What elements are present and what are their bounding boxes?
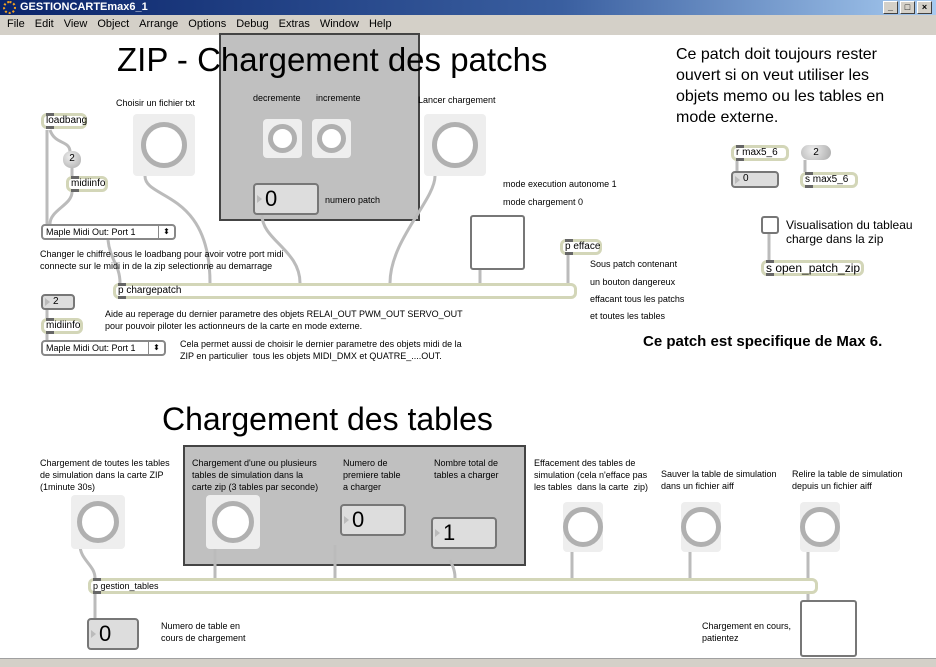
efface-note-2: un bouton dangereux (590, 277, 676, 287)
app-icon (3, 1, 16, 14)
menu-object[interactable]: Object (97, 18, 130, 30)
max-number-box[interactable]: 0 (731, 171, 779, 188)
load-some-label: Chargement d'une ou plusieurs tables de … (192, 458, 319, 492)
bang-icon (681, 507, 721, 547)
erase-tables-label: Effacement des tables de simulation (cel… (534, 458, 649, 492)
mode-toggle[interactable] (470, 215, 525, 270)
midi-port-menu-2[interactable]: Maple Midi Out: Port 1 ⬍ (41, 340, 166, 356)
read-table-label: Relire la table de simulation depuis un … (792, 469, 903, 491)
menu-file[interactable]: File (7, 18, 25, 30)
max6-specific-note: Ce patch est specifique de Max 6. (643, 333, 883, 350)
save-table-label: Sauver la table de simulation dans un fi… (661, 469, 777, 491)
load-some-button[interactable] (206, 495, 260, 549)
minimize-button[interactable]: _ (883, 1, 898, 14)
visualisation-label: Visualisation du tableau charge dans la … (786, 218, 913, 246)
updown-arrows-icon: ⬍ (158, 226, 174, 238)
bang-icon (141, 122, 187, 168)
save-table-button[interactable] (681, 502, 721, 552)
status-bar (0, 658, 936, 667)
midi-port-value-2: Maple Midi Out: Port 1 (46, 343, 136, 353)
aide-note: Aide au reperage du dernier parametre de… (105, 309, 463, 331)
section-title-patchs: ZIP - Chargement des patchs (117, 41, 548, 78)
cela-note: Cela permet aussi de choisir le dernier … (180, 339, 462, 361)
menu-options[interactable]: Options (188, 18, 227, 30)
efface-note-3: effacant tous les patchs (590, 294, 685, 304)
send-max-object[interactable]: s max5_6 (800, 172, 858, 188)
menu-edit[interactable]: Edit (34, 18, 54, 30)
change-loadbang-note: Changer le chiffre sous le loadbang pour… (40, 249, 284, 271)
section-title-tables: Chargement des tables (162, 401, 493, 437)
choose-file-label: Choisir un fichier txt (116, 98, 196, 108)
keep-open-note: Ce patch doit toujours rester ouvert si … (676, 46, 885, 126)
current-table-number[interactable]: 0 (87, 618, 139, 650)
gestion-tables-object[interactable]: p gestion_tables (88, 578, 818, 594)
bang-icon (268, 124, 297, 153)
send-open-patch-object[interactable]: s open_patch_zip (761, 260, 864, 276)
decrement-label: decremente (253, 93, 301, 103)
menu-extras[interactable]: Extras (278, 18, 310, 30)
loadbang-object[interactable]: loadbang (41, 113, 87, 129)
patch-number-box[interactable]: 0 (253, 183, 319, 215)
erase-tables-button[interactable] (563, 502, 603, 552)
load-all-label: Chargement de toutes les tables de simul… (40, 458, 170, 492)
increment-label: incremente (316, 93, 361, 103)
menu-view[interactable]: View (63, 18, 88, 30)
message-2b[interactable]: 2 (801, 145, 831, 160)
total-tables-label: Nombre total de tables a charger (434, 458, 499, 480)
current-table-label: Numero de table en cours de chargement (161, 621, 246, 643)
first-table-label: Numero de premiere table a charger (343, 458, 401, 492)
close-button[interactable]: × (917, 1, 932, 14)
midi-port-menu[interactable]: Maple Midi Out: Port 1 ⬍ (41, 224, 176, 240)
bang-icon (563, 507, 603, 547)
loading-toggle[interactable] (800, 600, 857, 657)
message-2[interactable]: 2 (63, 151, 81, 168)
menu-debug[interactable]: Debug (236, 18, 269, 30)
menu-window[interactable]: Window (319, 18, 359, 30)
launch-button[interactable] (424, 114, 486, 176)
choose-file-button[interactable] (133, 114, 195, 176)
midi-port-value: Maple Midi Out: Port 1 (46, 227, 136, 237)
bang-icon (432, 122, 478, 168)
title-bar: GESTIONCARTEmax6_1 _ □ × (0, 0, 936, 15)
loading-label: Chargement en cours, patientez (702, 621, 792, 643)
midiinfo-object-2[interactable]: midiinfo (41, 318, 83, 334)
number-box-2[interactable]: 2 (41, 294, 75, 310)
efface-note-4: et toutes les tables (590, 311, 666, 321)
visualisation-toggle[interactable] (761, 216, 779, 234)
patch-nav-panel (219, 33, 420, 221)
efface-note-1: Sous patch contenant (590, 259, 678, 269)
receive-max-object[interactable]: r max5_6 (731, 145, 789, 161)
menu-arrange[interactable]: Arrange (139, 18, 179, 30)
read-table-button[interactable] (800, 502, 840, 552)
maximize-button[interactable]: □ (900, 1, 915, 14)
menu-bar: File Edit View Object Arrange Options De… (0, 15, 936, 34)
window-title: GESTIONCARTEmax6_1 (20, 1, 148, 13)
bang-icon (212, 501, 254, 543)
bang-icon (317, 124, 346, 153)
mode-autonomous-label: mode execution autonome 1 (503, 179, 617, 189)
load-all-button[interactable] (71, 495, 125, 549)
mode-loading-label: mode chargement 0 (503, 197, 584, 207)
first-table-number[interactable]: 0 (340, 504, 406, 536)
menu-help[interactable]: Help (368, 18, 392, 30)
bang-icon (77, 501, 119, 543)
total-tables-number[interactable]: 1 (431, 517, 497, 549)
launch-label: Lancer chargement (418, 95, 496, 105)
chargepatch-object[interactable]: p chargepatch (113, 283, 577, 299)
efface-object[interactable]: p efface (560, 239, 602, 255)
increment-button[interactable] (312, 119, 351, 158)
patch-number-label: numero patch (325, 195, 381, 205)
decrement-button[interactable] (263, 119, 302, 158)
midiinfo-object[interactable]: midiinfo (66, 176, 108, 192)
bang-icon (800, 507, 840, 547)
updown-arrows-icon: ⬍ (148, 342, 164, 354)
